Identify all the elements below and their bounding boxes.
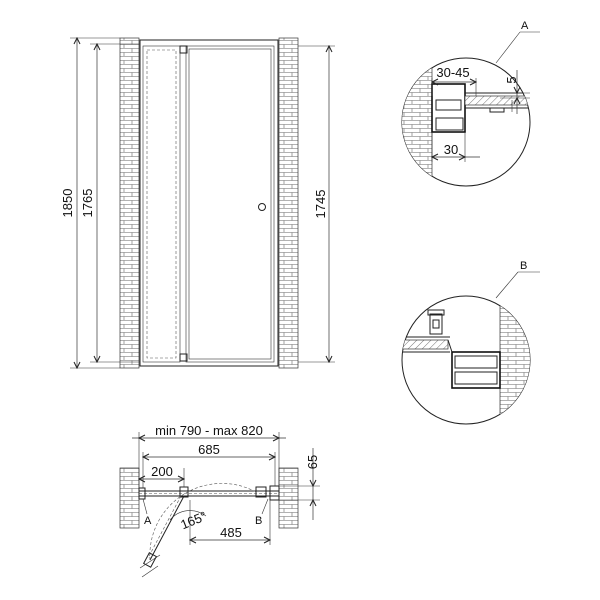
- detail-a-wall: [402, 58, 433, 186]
- dim-overall-height: 1850: [60, 189, 75, 218]
- plan-left-profile: [138, 487, 146, 500]
- top-hinge: [179, 45, 188, 54]
- plan-angle: 165°: [178, 508, 209, 532]
- bottom-hinge: [179, 353, 188, 362]
- dim-depth: 65: [305, 455, 320, 469]
- dim-door-height: 1765: [80, 189, 95, 218]
- front-view: 1850 1765 1745: [60, 36, 335, 370]
- plan-marker-b: B: [255, 515, 262, 527]
- plan-view: 165° A B min 790 - max 820 685 200 65: [119, 423, 320, 578]
- plan-right-wall: [278, 467, 299, 529]
- plan-door-swing: [149, 495, 185, 561]
- detail-a: A 30-45 5 30: [401, 20, 540, 187]
- right-brick-wall: [278, 37, 299, 369]
- plan-marker-a: A: [144, 515, 152, 527]
- dim-opening: 485: [220, 525, 242, 540]
- plan-left-wall: [119, 467, 140, 529]
- plan-swing-arc: [149, 483, 257, 561]
- dim-profile-width: 30: [444, 142, 458, 157]
- fixed-panel-inner: [146, 49, 177, 359]
- shower-frame: [139, 39, 279, 367]
- detail-b-profile: [451, 351, 501, 389]
- door-handle: [258, 203, 266, 211]
- detail-b-glass: [402, 339, 449, 350]
- door-leaf: [185, 45, 275, 363]
- dim-width-range: min 790 - max 820: [155, 423, 263, 438]
- plan-right-profile: [269, 485, 280, 501]
- plan-door-handle: [142, 552, 158, 568]
- detail-b-callout: B: [520, 260, 527, 272]
- dim-fixed-width: 200: [151, 464, 173, 479]
- detail-b-hinge: [429, 313, 443, 335]
- detail-b-wall: [499, 296, 530, 424]
- detail-b: B: [401, 260, 540, 425]
- dim-gap: 5: [504, 76, 519, 83]
- left-brick-wall: [119, 37, 140, 369]
- fixed-panel: [142, 45, 181, 363]
- dim-door-width: 685: [198, 442, 220, 457]
- dim-adjust-range: 30-45: [436, 65, 469, 80]
- detail-a-profile: [431, 83, 466, 133]
- detail-a-callout: A: [521, 20, 529, 32]
- dim-panel-height: 1745: [313, 190, 328, 219]
- door-leaf-inner: [188, 48, 272, 360]
